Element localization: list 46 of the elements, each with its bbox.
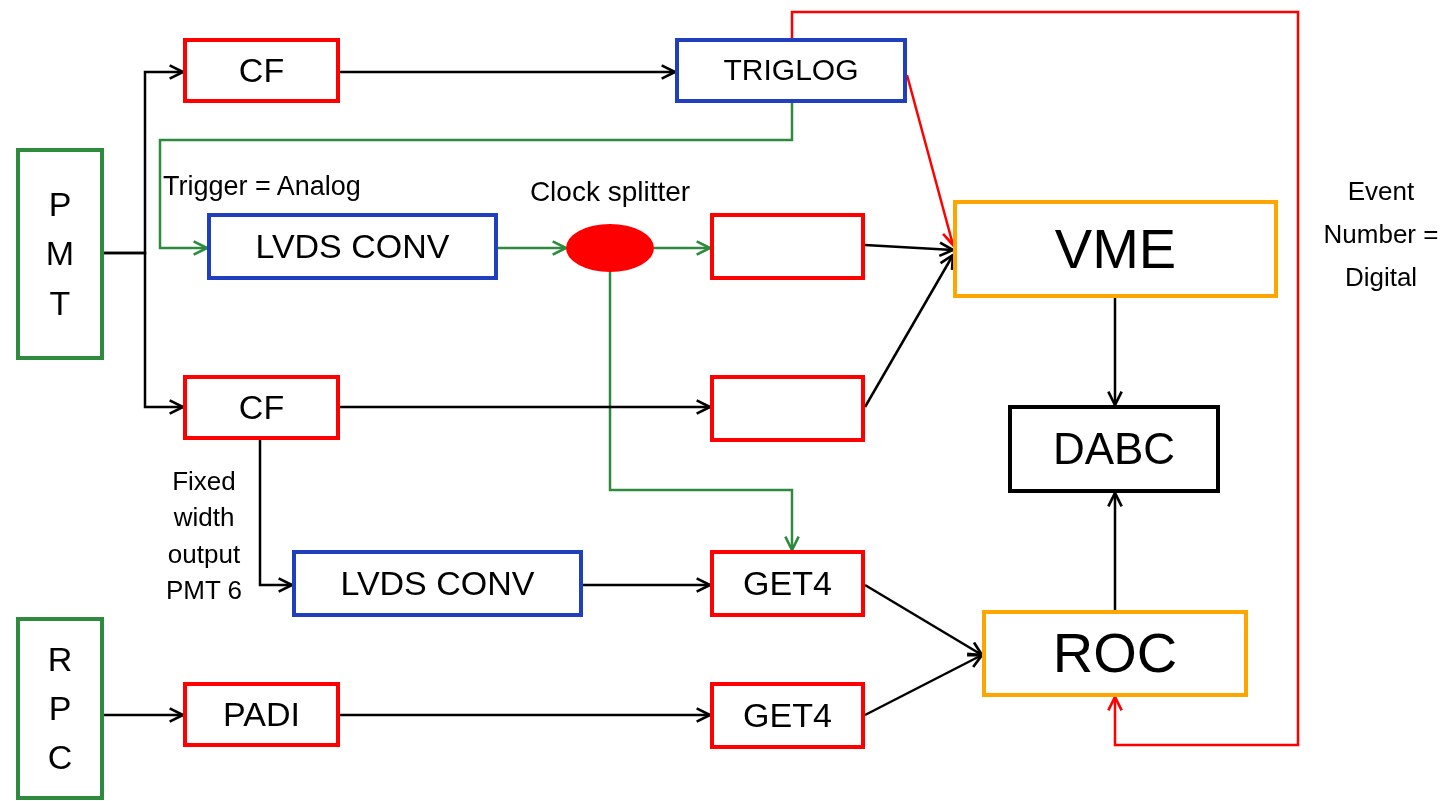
module-box: [183, 682, 340, 747]
node-label: R P C: [46, 638, 74, 779]
arrow: [258, 440, 294, 593]
module-box: [710, 213, 865, 280]
module-box: [183, 38, 340, 103]
arrow: [864, 583, 984, 657]
node-label: TRIGLOG: [723, 53, 859, 88]
node-label: GET4: [743, 563, 832, 604]
arrow: [340, 399, 712, 415]
arrow: [104, 251, 185, 415]
arrow: [498, 240, 568, 256]
arrow: [1107, 298, 1123, 407]
arrow: [104, 707, 185, 723]
node-label: ROC: [1052, 621, 1178, 686]
arrow: [864, 653, 984, 717]
node-label: LVDS CONV: [255, 226, 450, 267]
node-label: VME: [1054, 216, 1177, 282]
node-label: Clock splitter: [529, 176, 691, 209]
arrow: [790, 10, 1300, 747]
module-box: [675, 38, 907, 103]
module-box: [953, 200, 1278, 298]
module-box: [292, 550, 583, 617]
arrow: [583, 577, 712, 593]
arrow: [158, 103, 794, 256]
node-label: GET4: [743, 695, 832, 736]
detector-box: [16, 148, 104, 360]
arrow: [340, 707, 712, 723]
module-box: [1008, 405, 1220, 493]
arrow: [608, 272, 800, 552]
node-label: PADI: [223, 694, 300, 735]
module-box: [710, 682, 865, 749]
node-label: DABC: [1052, 423, 1176, 475]
arrow: [864, 241, 955, 258]
module-box: [183, 375, 340, 440]
arrow: [1107, 491, 1123, 610]
node-label: LVDS CONV: [340, 563, 535, 604]
module-box: [710, 375, 865, 442]
detector-box: [16, 617, 104, 800]
module-box: [982, 610, 1248, 697]
module-box: [710, 550, 865, 617]
arrow: [340, 64, 677, 80]
node-label: P M T: [44, 184, 76, 324]
node-label: CF: [238, 50, 285, 91]
module-box: [207, 213, 498, 280]
arrow: [654, 240, 712, 256]
node-label: CF: [238, 387, 285, 428]
